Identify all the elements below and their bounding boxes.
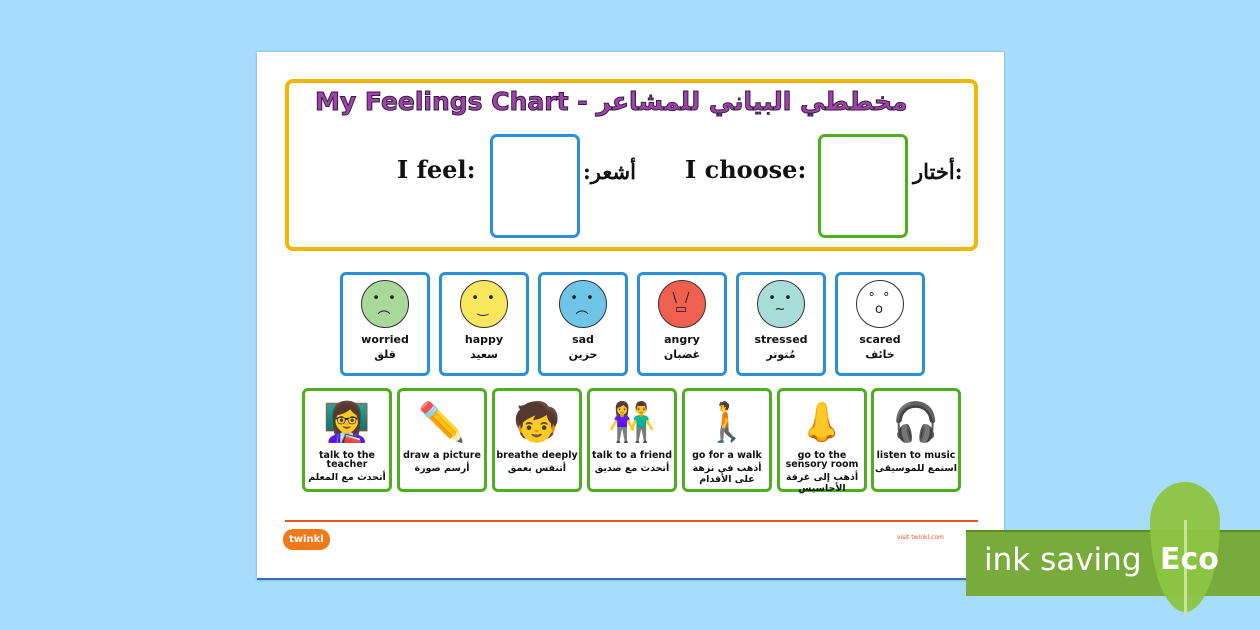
strategy-arabic-label: أرسم صورة	[414, 463, 470, 474]
strategy-card[interactable]: 🚶 go for a walk أذهب في نزهة على الأقدام	[682, 388, 772, 492]
strategy-choice-box[interactable]	[818, 134, 908, 238]
feeling-label: scared	[859, 333, 901, 346]
strategy-label: listen to music	[876, 450, 956, 461]
feeling-arabic-label: حزين	[568, 348, 598, 361]
feeling-card-sad[interactable]: • • ︵ sad حزين	[538, 272, 628, 376]
feeling-card-stressed[interactable]: • • ~ stressed مُتوتر	[736, 272, 826, 376]
feeling-arabic-label: سعيد	[470, 348, 498, 361]
strategy-picture-icon: 👫	[608, 400, 656, 444]
strategy-card[interactable]: 🎧 listen to music استمع للموسيقى	[871, 388, 961, 492]
strategy-picture-icon: 🚶	[703, 400, 751, 444]
strategy-picture-icon: 👩‍🏫	[323, 400, 371, 444]
strategy-label: go to the sensory room	[785, 450, 859, 470]
twinkl-logo: twinkl	[283, 529, 330, 550]
angry-face-icon: \ / ▭	[658, 280, 706, 328]
strategy-label: talk to a friend	[591, 450, 672, 461]
feeling-label: angry	[664, 333, 700, 346]
scared-face-icon: ° ° o	[856, 280, 904, 328]
i-feel-arabic-label: أشعر:	[583, 159, 636, 184]
strategy-arabic-label: استمع للموسيقى	[874, 463, 958, 474]
visit-link[interactable]: visit twinkl.com	[897, 534, 944, 541]
worried-face-icon: • • ︵	[361, 280, 409, 328]
strategy-picture-icon: 🎧	[892, 400, 940, 444]
strategy-arabic-label: أذهب في نزهة على الأقدام	[692, 463, 762, 485]
leaf-stem	[1184, 520, 1187, 615]
strategy-card[interactable]: 🧒 breathe deeply أتنفس بعمق	[492, 388, 582, 492]
strategy-arabic-label: أتحدث مع صديق	[594, 463, 670, 474]
feeling-card-worried[interactable]: • • ︵ worried قلق	[340, 272, 430, 376]
strategy-picture-icon: 👃	[798, 400, 846, 444]
footer-divider	[285, 520, 978, 522]
happy-face-icon: • • ‿	[460, 280, 508, 328]
strategy-label: go for a walk	[692, 450, 762, 461]
feeling-label: sad	[572, 333, 594, 346]
feeling-label: stressed	[754, 333, 808, 346]
strategy-label: draw a picture	[403, 450, 481, 461]
header-box: My Feelings Chart - مخططي البياني للمشاع…	[285, 79, 978, 251]
feeling-card-angry[interactable]: \ / ▭ angry غضبان	[637, 272, 727, 376]
strategy-card[interactable]: 👃 go to the sensory room أذهب إلى غرفة ا…	[777, 388, 867, 494]
page-title: My Feelings Chart - مخططي البياني للمشاع…	[315, 87, 909, 117]
strategy-card[interactable]: 👩‍🏫 talk to the teacher أتحدث مع المعلم	[302, 388, 392, 492]
feeling-card-scared[interactable]: ° ° o scared خائف	[835, 272, 925, 376]
strategy-picture-icon: 🧒	[513, 400, 561, 444]
feeling-arabic-label: خائف	[865, 348, 895, 361]
eco-label: Eco	[1160, 542, 1219, 577]
i-feel-label: I feel:	[397, 155, 476, 184]
feeling-label: happy	[464, 333, 504, 346]
feeling-label: worried	[361, 333, 409, 346]
stressed-face-icon: • • ~	[757, 280, 805, 328]
i-choose-label: I choose:	[685, 155, 807, 184]
feeling-choice-box[interactable]	[490, 134, 580, 238]
strategy-card[interactable]: 👫 talk to a friend أتحدث مع صديق	[587, 388, 677, 492]
sad-face-icon: • • ︵	[559, 280, 607, 328]
strategy-picture-icon: ✏️	[418, 400, 466, 444]
feeling-arabic-label: غضبان	[663, 348, 701, 361]
feeling-card-happy[interactable]: • • ‿ happy سعيد	[439, 272, 529, 376]
strategy-label: breathe deeply	[496, 450, 578, 461]
ink-saving-label: ink saving	[984, 542, 1142, 578]
strategy-card[interactable]: ✏️ draw a picture أرسم صورة	[397, 388, 487, 492]
worksheet-page: My Feelings Chart - مخططي البياني للمشاع…	[257, 52, 1004, 580]
feeling-arabic-label: مُتوتر	[766, 348, 796, 361]
feeling-arabic-label: قلق	[374, 348, 396, 361]
strategy-arabic-label: أذهب إلى غرفة الأحاسيس	[785, 472, 859, 494]
strategy-label: talk to the teacher	[319, 450, 375, 470]
strategy-arabic-label: أتنفس بعمق	[507, 463, 567, 474]
strategy-arabic-label: أتحدث مع المعلم	[308, 472, 386, 483]
i-choose-arabic-label: أختار:	[913, 159, 963, 184]
